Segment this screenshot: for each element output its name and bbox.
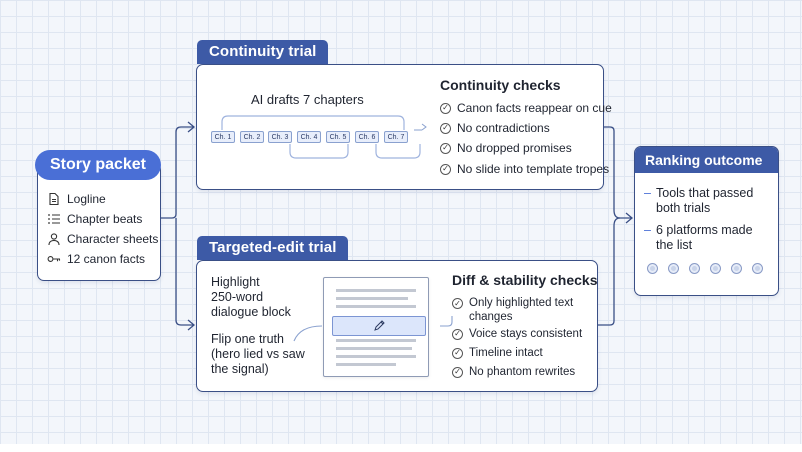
continuity-check-item: ✓ No dropped promises: [440, 141, 572, 155]
continuity-checks-title: Continuity checks: [440, 77, 561, 93]
ranking-item: – 6 platforms made the list: [644, 223, 774, 253]
chapter-chip: Ch. 6: [355, 131, 379, 143]
continuity-check-item: ✓ Canon facts reappear on cue: [440, 101, 612, 115]
check-circle-icon: ✓: [452, 328, 463, 340]
check-circle-icon: ✓: [452, 347, 463, 359]
continuity-check-item: ✓ No slide into template tropes: [440, 162, 609, 176]
continuity-trial-card: [196, 64, 604, 190]
story-item-chapter-beats: Chapter beats: [47, 212, 142, 226]
dash-bullet: –: [644, 223, 651, 237]
story-item-label: 12 canon facts: [67, 252, 146, 266]
targeted-edit-tab: Targeted-edit trial: [197, 236, 349, 260]
document-icon: [47, 192, 61, 206]
story-item-label: Chapter beats: [67, 212, 143, 226]
check-label: No contradictions: [457, 121, 550, 135]
ranking-item-label: 6 platforms made the list: [656, 223, 753, 252]
highlight-step: Highlight 250-word dialogue block: [211, 275, 291, 320]
check-label: No dropped promises: [457, 141, 572, 155]
diff-check-item: ✓ Only highlighted text changes: [452, 296, 587, 324]
chapter-chip: Ch. 7: [384, 131, 408, 143]
check-circle-icon: ✓: [452, 366, 463, 378]
step-line: 250-word: [211, 290, 264, 304]
story-item-label: Character sheets: [67, 232, 159, 246]
chapter-chip: Ch. 2: [240, 131, 264, 143]
chapter-chip: Ch. 5: [326, 131, 350, 143]
flip-truth-step: Flip one truth (hero lied vs saw the sig…: [211, 332, 305, 377]
check-circle-icon: ✓: [440, 163, 451, 175]
dash-bullet: –: [644, 186, 651, 200]
diff-checks-title: Diff & stability checks: [452, 272, 598, 288]
list-icon: [47, 212, 61, 226]
story-packet-card: [37, 163, 161, 281]
ranking-outcome-header: Ranking outcome: [635, 147, 778, 173]
check-label: No slide into template tropes: [457, 162, 610, 176]
ranking-outcome-card: Ranking outcome: [634, 146, 779, 296]
chapter-chip: Ch. 4: [297, 131, 321, 143]
pencil-icon: [373, 319, 386, 337]
check-circle-icon: ✓: [440, 142, 451, 154]
bottom-band: [0, 444, 802, 452]
continuity-check-item: ✓ No contradictions: [440, 121, 550, 135]
step-line: (hero lied vs saw: [211, 347, 305, 361]
highlighted-block: [332, 316, 426, 336]
platform-dot: [731, 263, 742, 274]
check-label: Canon facts reappear on cue: [457, 101, 612, 115]
diff-check-item: ✓ Voice stays consistent: [452, 328, 582, 340]
chapter-chip: Ch. 3: [268, 131, 292, 143]
story-item-label: Logline: [67, 192, 106, 206]
check-circle-icon: ✓: [440, 102, 451, 114]
person-icon: [47, 232, 61, 246]
step-line: the signal): [211, 362, 269, 376]
ranking-item-label: Tools that passed both trials: [656, 186, 754, 215]
platform-dot: [668, 263, 679, 274]
step-line: Flip one truth: [211, 332, 284, 346]
story-item-canon-facts: 12 canon facts: [47, 252, 145, 266]
key-icon: [47, 252, 61, 266]
check-circle-icon: ✓: [440, 122, 451, 134]
step-line: dialogue block: [211, 305, 291, 319]
drafts-label: AI drafts 7 chapters: [251, 92, 364, 107]
platform-dot: [752, 263, 763, 274]
diff-check-item: ✓ No phantom rewrites: [452, 366, 575, 378]
story-packet-title: Story packet: [35, 150, 161, 180]
platform-dot: [689, 263, 700, 274]
check-label-multiline: Only highlighted text changes: [469, 297, 574, 323]
chapter-chip: Ch. 1: [211, 131, 235, 143]
check-label: Timeline intact: [469, 347, 543, 359]
check-label: No phantom rewrites: [469, 366, 576, 378]
check-circle-icon: ✓: [452, 298, 463, 309]
check-label: Voice stays consistent: [469, 328, 583, 340]
story-item-logline: Logline: [47, 192, 106, 206]
diff-check-item: ✓ Timeline intact: [452, 347, 543, 359]
ranking-item: – Tools that passed both trials: [644, 186, 774, 216]
step-line: Highlight: [211, 275, 260, 289]
platform-dot: [647, 263, 658, 274]
platform-dot: [710, 263, 721, 274]
continuity-trial-tab: Continuity trial: [197, 40, 329, 64]
story-item-character-sheets: Character sheets: [47, 232, 158, 246]
